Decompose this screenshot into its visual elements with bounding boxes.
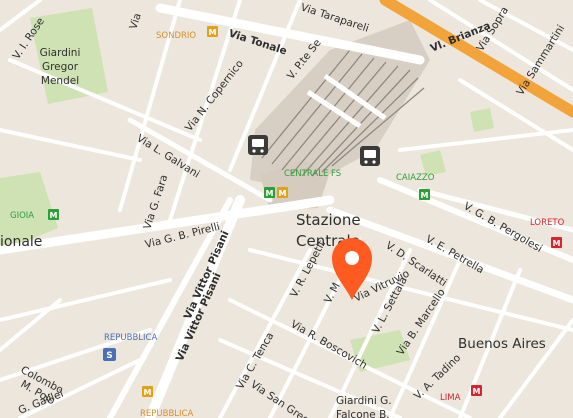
label-giardini-2: Gregor bbox=[42, 61, 79, 73]
svg-text:M: M bbox=[209, 28, 217, 37]
metro-marker-gioia[interactable]: M bbox=[48, 209, 59, 220]
road-via-tonale bbox=[155, 3, 425, 65]
label-giardini-3: Mendel bbox=[41, 75, 79, 87]
road-via-vittor-pisani bbox=[145, 195, 245, 418]
metro-marker-caiazzo[interactable]: M bbox=[419, 189, 430, 200]
road-via-galvani bbox=[127, 117, 273, 203]
label-station-centrale-fs: CENTRALE FS bbox=[284, 169, 341, 179]
label-station-lima: LIMA bbox=[440, 393, 461, 403]
svg-text:M: M bbox=[553, 239, 561, 248]
metro-marker-centrale-yellow[interactable]: M bbox=[277, 187, 288, 198]
bus-icon-west[interactable] bbox=[248, 135, 268, 155]
label-giardini-1: Giardini bbox=[40, 47, 81, 59]
park-small-caiazzo bbox=[420, 150, 446, 176]
rail-tracks bbox=[261, 49, 425, 177]
road-pergolesi bbox=[417, 187, 573, 233]
park-left bbox=[0, 172, 58, 252]
label-buenos-aires: Buenos Aires bbox=[458, 336, 546, 352]
svg-text:M: M bbox=[279, 189, 287, 198]
road-via-pirelli bbox=[0, 195, 335, 255]
label-ionale: ionale bbox=[0, 234, 42, 250]
metro-marker-loreto[interactable]: M bbox=[551, 237, 562, 248]
svg-text:M: M bbox=[50, 211, 58, 220]
label-station-loreto: LORETO bbox=[530, 218, 565, 228]
highway-viale-brianza bbox=[379, 0, 573, 118]
label-falcone-b: Falcone B. bbox=[336, 409, 390, 418]
park-giardini-gregor-mendel bbox=[30, 8, 108, 104]
metro-markers: M M M M M M M M bbox=[48, 26, 562, 397]
label-stazione: Stazione bbox=[296, 211, 361, 229]
svg-text:M: M bbox=[421, 191, 429, 200]
label-station-repubblica-2: REPUBBLICA bbox=[140, 409, 193, 418]
bus-icon-east[interactable] bbox=[360, 146, 380, 166]
label-station-caiazzo: CAIAZZO bbox=[396, 173, 435, 183]
location-pin-icon[interactable] bbox=[332, 238, 372, 300]
road-via-vittor-pisani-2 bbox=[107, 197, 233, 418]
svg-text:S: S bbox=[106, 351, 112, 361]
label-via-vi-top: Via bbox=[127, 12, 143, 31]
svg-text:M: M bbox=[144, 388, 152, 397]
label-station-sondrio: SONDRIO bbox=[156, 31, 196, 41]
metro-marker-sondrio[interactable]: M bbox=[207, 26, 218, 37]
metro-marker-repubblica[interactable]: M bbox=[142, 386, 153, 397]
metro-marker-lima[interactable]: M bbox=[471, 385, 482, 396]
park-small-east bbox=[470, 108, 494, 132]
svg-text:M: M bbox=[473, 387, 481, 396]
label-giardini-g: Giardini G. bbox=[336, 395, 392, 407]
label-station-gioia: GIOIA bbox=[10, 211, 34, 221]
road-v-e-petrella bbox=[377, 177, 573, 263]
suburban-marker-repubblica[interactable]: S bbox=[103, 348, 116, 361]
svg-text:M: M bbox=[266, 189, 274, 198]
station-labels: SONDRIO CENTRALE FS CAIAZZO GIOIA LORETO… bbox=[10, 31, 565, 418]
rail-overpasses bbox=[306, 73, 387, 129]
metro-marker-centrale-green[interactable]: M bbox=[264, 187, 275, 198]
label-station-repubblica-1: REPUBBLICA bbox=[104, 333, 157, 343]
road-v-d-scarlatti bbox=[326, 206, 573, 304]
